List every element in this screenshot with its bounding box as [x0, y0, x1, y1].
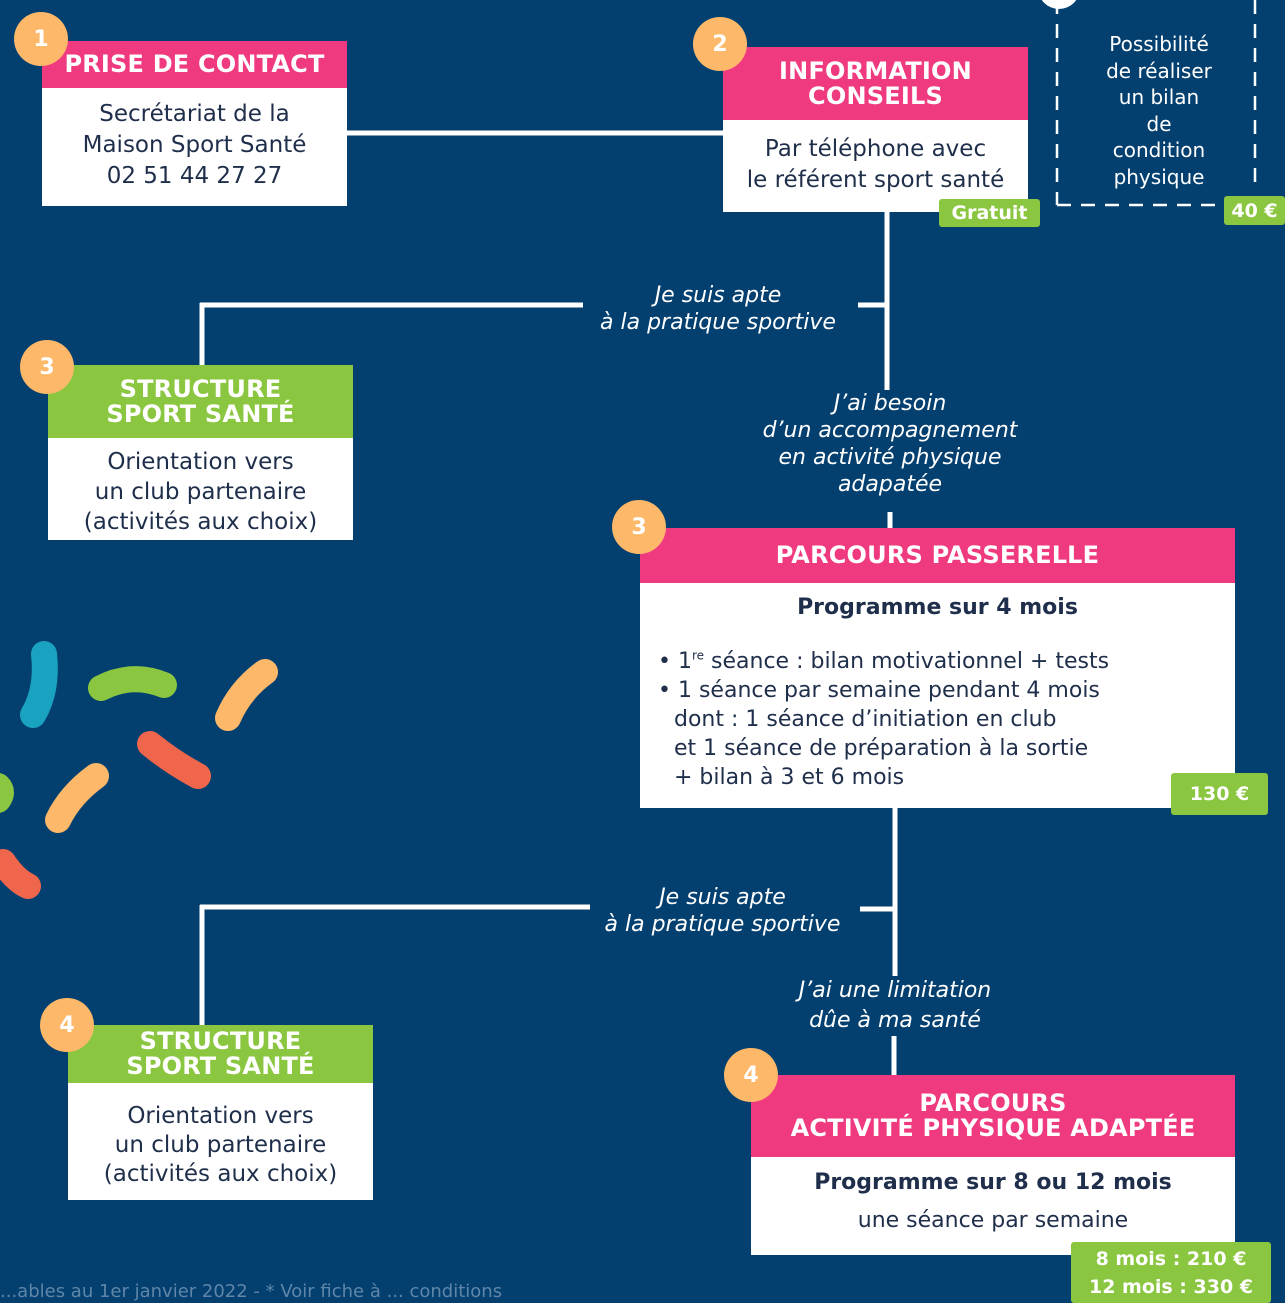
branch-line: Je suis apte	[659, 885, 786, 910]
bullet-item: + bilan à 3 et 6 mois	[674, 765, 905, 790]
step1-number-badge: 1	[14, 12, 68, 66]
step4-parcours-title: PARCOURS ACTIVITÉ PHYSIQUE ADAPTÉE	[751, 1075, 1235, 1157]
step3-parcours-number-badge: 3	[612, 500, 666, 554]
confetti-decoration	[0, 641, 278, 899]
step4-structure-number-badge: 4	[40, 998, 94, 1052]
step2-body: Par téléphone avec le référent sport san…	[723, 134, 1028, 196]
step4-structure-title: STRUCTURE SPORT SANTÉ	[68, 1025, 373, 1083]
tip-line: physique	[1113, 164, 1205, 189]
body-line: Orientation vers	[107, 449, 294, 475]
step2-title-line: CONSEILS	[808, 81, 943, 110]
branch-label-besoin: J’ai besoin d’un accompagnement en activ…	[740, 390, 1040, 498]
tip-text: Possibilité de réaliser un bilan de cond…	[1085, 31, 1233, 190]
branch-line: d’un accompagnement	[762, 418, 1018, 443]
step3-parcours-title: PARCOURS PASSERELLE	[640, 528, 1235, 583]
step2-card: INFORMATION CONSEILS Par téléphone avec …	[723, 47, 1028, 212]
tip-line: condition	[1112, 138, 1206, 162]
step3-parcours-bullets: • 1re séance : bilan motivationnel + tes…	[658, 647, 1225, 792]
step4-structure-card: STRUCTURE SPORT SANTÉ Orientation vers u…	[68, 1025, 373, 1200]
lightbulb-icon	[1035, 0, 1083, 18]
step4-parcours-price-badge: 8 mois : 210 € 12 mois : 330 €	[1071, 1242, 1271, 1303]
branch-line: J’ai besoin	[833, 391, 947, 416]
bullet-item: dont : 1 séance d’initiation en club	[674, 707, 1057, 732]
branch-line: adapatée	[837, 472, 943, 497]
step2-title-line: INFORMATION	[779, 56, 972, 85]
step2-number-badge: 2	[693, 17, 747, 71]
step3-structure-number-badge: 3	[20, 340, 74, 394]
title-line: PARCOURS	[919, 1089, 1067, 1117]
step4-parcours-number-badge: 4	[724, 1048, 778, 1102]
branch-line: à la pratique sportive	[604, 912, 841, 937]
title-line: STRUCTURE	[119, 374, 282, 403]
step2-line: Par téléphone avec	[764, 136, 987, 162]
step3-parcours-price-badge: 130 €	[1171, 773, 1268, 815]
step3-parcours-card: PARCOURS PASSERELLE Programme sur 4 mois…	[640, 528, 1235, 808]
bullet-item: • 1 séance par semaine pendant 4 mois	[658, 678, 1100, 703]
tip-price-badge: 40 €	[1224, 196, 1285, 225]
step1-line: Maison Sport Santé	[82, 132, 307, 158]
step1-body: Secrétariat de la Maison Sport Santé 02 …	[42, 99, 347, 192]
step3-structure-title: STRUCTURE SPORT SANTÉ	[48, 365, 353, 438]
step3-structure-card: STRUCTURE SPORT SANTÉ Orientation vers u…	[48, 365, 353, 540]
title-line: STRUCTURE	[139, 1027, 302, 1055]
step4-parcours-line: une séance par semaine	[857, 1208, 1129, 1233]
tip-line: de	[1146, 111, 1172, 136]
step2-price-badge: Gratuit	[939, 199, 1040, 227]
tip-line: un bilan	[1118, 85, 1200, 109]
body-line: Orientation vers	[127, 1103, 314, 1129]
bullet-item: et 1 séance de préparation à la sortie	[674, 736, 1089, 761]
price-line: 12 mois : 330 €	[1088, 1275, 1254, 1298]
branch-line: Je suis apte	[654, 283, 782, 308]
tip-line: de réaliser	[1106, 58, 1212, 83]
branch-line: à la pratique sportive	[600, 310, 836, 335]
branch-line: en activité physique	[778, 445, 1002, 470]
step4-structure-body: Orientation vers un club partenaire (act…	[68, 1102, 373, 1189]
step1-phone: 02 51 44 27 27	[106, 163, 283, 189]
branch-line: dûe à ma santé	[809, 1008, 981, 1033]
price-line: 8 mois : 210 €	[1095, 1247, 1247, 1270]
step1-line: Secrétariat de la	[99, 101, 290, 127]
step4-parcours-subtitle: Programme sur 8 ou 12 mois	[814, 1170, 1172, 1195]
branch-line: J’ai une limitation	[798, 978, 992, 1003]
branch-label-apte-1: Je suis apte à la pratique sportive	[583, 282, 853, 336]
title-line: SPORT SANTÉ	[106, 399, 295, 428]
tip-dashed-frame	[1055, 0, 1257, 207]
body-line: un club partenaire	[94, 479, 307, 505]
tip-line: Possibilité	[1109, 32, 1209, 56]
step2-line: le référent sport santé	[746, 167, 1005, 193]
step4-parcours-card: PARCOURS ACTIVITÉ PHYSIQUE ADAPTÉE Progr…	[751, 1075, 1235, 1255]
step2-title: INFORMATION CONSEILS	[723, 47, 1028, 120]
bullet-superscript: re	[691, 648, 705, 663]
title-line: ACTIVITÉ PHYSIQUE ADAPTÉE	[790, 1114, 1196, 1142]
step3-structure-body: Orientation vers un club partenaire (act…	[48, 447, 353, 537]
bullet-item: • 1re séance : bilan motivationnel + tes…	[658, 647, 1225, 676]
step3-parcours-subtitle: Programme sur 4 mois	[797, 595, 1078, 620]
bullet-prefix: • 1	[658, 649, 692, 674]
branch-label-limitation: J’ai une limitation dûe à ma santé	[770, 976, 1020, 1036]
body-line: (activités aux choix)	[103, 1161, 338, 1187]
body-line: (activités aux choix)	[83, 509, 318, 535]
body-line: un club partenaire	[114, 1132, 327, 1158]
branch-label-apte-2: Je suis apte à la pratique sportive	[590, 884, 855, 938]
step1-card: PRISE DE CONTACT Secrétariat de la Maiso…	[42, 41, 347, 206]
bullet-text: séance : bilan motivationnel + tests	[704, 649, 1110, 674]
title-line: SPORT SANTÉ	[126, 1052, 315, 1080]
footnote: ...ables au 1er janvier 2022 - * Voir fi…	[0, 1281, 503, 1302]
step1-title: PRISE DE CONTACT	[42, 41, 347, 88]
